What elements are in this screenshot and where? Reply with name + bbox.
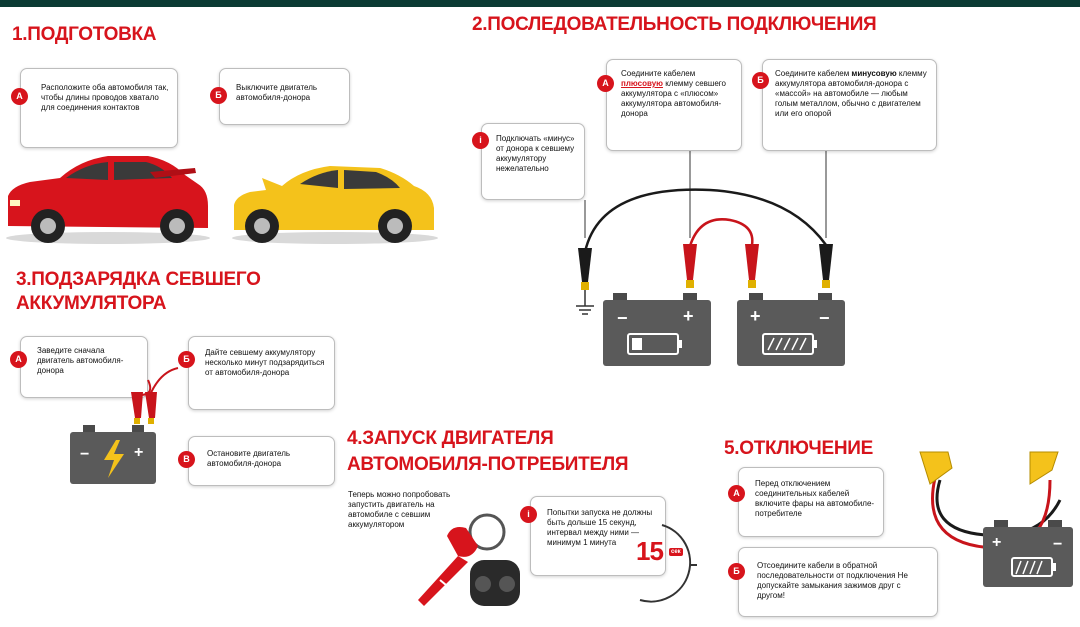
step-3c-box: Остановите двигатель автомобиля-донора bbox=[188, 436, 335, 486]
step-2-info-text: Подключать «минус» от донора к севшему а… bbox=[496, 134, 575, 173]
donor-battery-minus: − bbox=[819, 308, 830, 328]
step-3c-badge: В bbox=[178, 451, 195, 468]
dead-battery-icon bbox=[603, 293, 711, 366]
charging-battery-minus: − bbox=[80, 446, 90, 463]
battery-5-minus: − bbox=[1053, 536, 1063, 553]
section-4-title-line2: АВТОМОБИЛЯ-ПОТРЕБИТЕЛЯ bbox=[347, 454, 629, 475]
step-4-note: Теперь можно попробовать запустить двига… bbox=[348, 490, 451, 529]
step-3a-badge: А bbox=[10, 351, 27, 368]
donor-battery-icon bbox=[737, 293, 845, 366]
black-clamp-left-icon bbox=[578, 248, 592, 290]
black-clamp-right-icon bbox=[819, 244, 833, 288]
section-1-title: 1.ПОДГОТОВКА bbox=[12, 24, 157, 45]
timer-value: 15 bbox=[636, 536, 664, 566]
red-clamp-left-icon bbox=[683, 244, 697, 288]
top-bar bbox=[0, 0, 1080, 7]
timer-unit: сек bbox=[669, 548, 683, 556]
step-3b-text: Дайте севшему аккумулятору несколько мин… bbox=[205, 348, 325, 377]
step-2-info-badge: i bbox=[472, 132, 489, 149]
step-5a-badge: А bbox=[728, 485, 745, 502]
section-4-title-line1: 4.ЗАПУСК ДВИГАТЕЛЯ bbox=[347, 428, 554, 449]
step-1a-box: Расположите оба автомобиля так, чтобы дл… bbox=[20, 68, 178, 148]
charging-battery-plus: + bbox=[134, 444, 144, 461]
red-clamp-icon-2 bbox=[145, 392, 157, 424]
step-2b-box: Соедините кабелем минусовую клемму аккум… bbox=[762, 59, 937, 151]
step-2b-badge: Б bbox=[752, 72, 769, 89]
step-1a-badge: А bbox=[11, 88, 28, 105]
step-4-info-text: Попытки запуска не должны быть дольше 15… bbox=[547, 508, 653, 547]
yellow-car-icon bbox=[232, 166, 438, 244]
step-5a-text: Перед отключением соединительных кабелей… bbox=[755, 479, 875, 518]
step-4-info-box: Попытки запуска не должны быть дольше 15… bbox=[530, 496, 666, 576]
red-car-icon bbox=[6, 156, 210, 244]
jumper-cables-icon bbox=[919, 451, 1062, 550]
step-2b-text-pre: Соедините кабелем bbox=[775, 69, 852, 78]
step-2a-highlight: плюсовую bbox=[621, 79, 663, 88]
step-3a-text: Заведите сначала двигатель автомобиля-до… bbox=[37, 346, 124, 375]
section-2-title: 2.ПОСЛЕДОВАТЕЛЬНОСТЬ ПОДКЛЮЧЕНИЯ bbox=[472, 14, 877, 35]
step-3b-badge: Б bbox=[178, 351, 195, 368]
step-5b-text: Отсоедините кабели в обратной последоват… bbox=[757, 561, 908, 600]
step-2a-box: Соедините кабелем плюсовую клемму севшег… bbox=[606, 59, 742, 151]
step-5a-box: Перед отключением соединительных кабелей… bbox=[738, 467, 884, 537]
step-3b-box: Дайте севшему аккумулятору несколько мин… bbox=[188, 336, 335, 410]
dead-battery-minus: − bbox=[617, 308, 628, 328]
step-5b-badge: Б bbox=[728, 563, 745, 580]
step-3c-text: Остановите двигатель автомобиля-донора bbox=[207, 449, 291, 468]
step-2-info-box: Подключать «минус» от донора к севшему а… bbox=[481, 123, 585, 200]
section-5-title: 5.ОТКЛЮЧЕНИЕ bbox=[724, 438, 873, 459]
dead-battery-plus: + bbox=[683, 306, 694, 326]
step-2b-highlight: минусовую bbox=[851, 69, 897, 78]
step-2a-text-pre: Соедините кабелем bbox=[621, 69, 696, 78]
section-3-title-line1: 3.ПОДЗАРЯДКА СЕВШЕГО bbox=[16, 269, 261, 290]
step-1b-badge: Б bbox=[210, 87, 227, 104]
step-2b-text-post: клемму аккумулятора автомобиля-донора с … bbox=[775, 69, 927, 118]
battery-5-plus: + bbox=[992, 534, 1002, 551]
step-2a-text-post: клемму севшего аккумулятора с «плюсом» а… bbox=[621, 79, 726, 118]
step-1a-text: Расположите оба автомобиля так, чтобы дл… bbox=[41, 83, 169, 112]
step-1b-text: Выключите двигатель автомобиля-донора bbox=[236, 83, 318, 102]
red-clamp-right-icon bbox=[745, 244, 759, 288]
step-3a-box: Заведите сначала двигатель автомобиля-до… bbox=[20, 336, 148, 398]
ground-icon bbox=[576, 290, 594, 315]
donor-battery-plus: + bbox=[750, 306, 761, 326]
step-4-info-badge: i bbox=[520, 506, 537, 523]
section-3-title-line2: АККУМУЛЯТОРА bbox=[16, 293, 167, 314]
section-3-title: 3.ПОДЗАРЯДКА СЕВШЕГО АККУМУЛЯТОРА bbox=[16, 268, 261, 316]
section-4-title: 4.ЗАПУСК ДВИГАТЕЛЯ АВТОМОБИЛЯ-ПОТРЕБИТЕЛ… bbox=[347, 426, 629, 478]
step-1b-box: Выключите двигатель автомобиля-донора bbox=[219, 68, 350, 125]
step-5b-box: Отсоедините кабели в обратной последоват… bbox=[738, 547, 938, 617]
step-2a-badge: А bbox=[597, 75, 614, 92]
